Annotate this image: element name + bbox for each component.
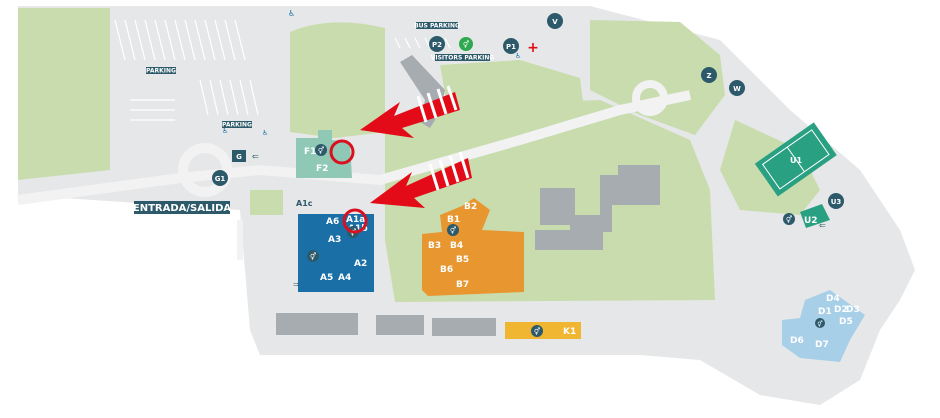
building-grey-bottom-2	[376, 315, 424, 335]
entrance-label: ENTRADA/SALIDA	[133, 203, 231, 214]
building-d3-label: D3	[846, 305, 860, 315]
building-d5-label: D5	[839, 317, 853, 327]
direction-arrow-icon	[360, 85, 460, 138]
restroom-icon: ⚥	[815, 318, 825, 328]
building-b1-label: B1	[447, 215, 460, 225]
building-u2	[800, 204, 830, 228]
parking-mid-label: PARKING	[222, 122, 252, 129]
bus-parking-label-bg	[416, 22, 458, 29]
grass-small-left	[250, 190, 283, 215]
marker-v-label: V	[552, 18, 558, 26]
marker-w-label: W	[733, 85, 741, 93]
marker-g[interactable]: G	[232, 150, 246, 162]
marker-p2-label: P2	[432, 41, 442, 49]
building-d6-label: D6	[790, 336, 804, 346]
parking-left-label-bg	[146, 67, 176, 74]
entrance-arrow-icon: ⇐	[252, 152, 259, 161]
svg-text:⚥: ⚥	[817, 320, 822, 328]
entrance-arrow-icon: ⇐	[819, 221, 826, 230]
building-b2-label: B2	[464, 202, 477, 212]
wheelchair-icon: ♿	[288, 9, 295, 18]
visitors-parking-label: VISITORS PARKING	[431, 55, 495, 62]
restroom-icon: ⚥	[447, 224, 459, 236]
roundabout	[178, 143, 232, 197]
direction-arrow-icon	[370, 151, 472, 208]
building-d1-label: D1	[818, 307, 832, 317]
building-b4-label: B4	[450, 241, 463, 251]
wheelchair-icon: ♿	[262, 129, 268, 137]
building-grey-bottom-1	[276, 313, 358, 335]
building-k	[505, 322, 581, 339]
grass-left-curve	[28, 105, 110, 170]
entrance-arrow-icon: ⇒	[293, 280, 300, 289]
svg-text:⚥: ⚥	[318, 146, 324, 155]
marker-w[interactable]: W	[729, 80, 745, 96]
roundabout-right	[632, 80, 668, 116]
wheelchair-icon: ♿	[515, 52, 521, 60]
marker-z-label: Z	[706, 72, 711, 80]
svg-text:⚥: ⚥	[463, 40, 469, 49]
svg-text:⚥: ⚥	[450, 226, 456, 235]
building-a1c-label: A1c	[296, 199, 313, 208]
svg-text:⚥: ⚥	[310, 252, 316, 261]
restroom-icon: ⚥	[307, 250, 319, 262]
highlight-circle-a1a	[342, 208, 368, 234]
svg-text:⚥: ⚥	[534, 327, 540, 336]
marker-u3[interactable]: U3	[828, 193, 844, 209]
restroom-icon: ⚥	[315, 144, 327, 156]
building-a3-label: A3	[328, 235, 341, 245]
highlight-circle-f	[329, 139, 355, 165]
visitors-parking-label-bg	[435, 54, 490, 61]
restroom-icon: ⚥	[531, 325, 543, 337]
building-grey-bottom-3	[432, 318, 496, 336]
building-d4-label: D4	[826, 294, 840, 304]
marker-v[interactable]: V	[547, 13, 563, 29]
building-b7-label: B7	[456, 280, 469, 290]
building-b6-label: B6	[440, 265, 453, 275]
building-a2-label: A2	[354, 259, 367, 269]
building-a6-label: A6	[326, 217, 339, 227]
marker-g-label: G	[236, 153, 242, 161]
restroom-icon: ⚥	[783, 213, 795, 225]
restroom-green-icon: ⚥	[459, 37, 473, 51]
building-d7-label: D7	[815, 340, 829, 350]
marker-g1-label: G1	[215, 175, 226, 183]
parking-mid-label-bg	[222, 121, 252, 128]
sports-court-u1	[754, 122, 837, 197]
building-a1a-label: A1a	[346, 215, 365, 225]
building-d2-label: D2	[834, 305, 848, 315]
marker-g1[interactable]: G1	[212, 170, 228, 186]
wheelchair-icon: ♿	[222, 127, 228, 135]
marker-u3-label: U3	[831, 198, 842, 206]
marker-p1-label: P1	[506, 43, 516, 51]
parking-left-label: PARKING	[146, 68, 176, 75]
entrance-label-bg	[134, 201, 230, 214]
building-b5-label: B5	[456, 255, 469, 265]
building-b3-label: B3	[428, 241, 441, 251]
marker-p1[interactable]: P1	[503, 38, 519, 54]
building-f2-label: F2	[316, 164, 328, 174]
first-aid-icon: +	[527, 40, 539, 56]
building-a5-label: A5	[320, 273, 333, 283]
building-a4-label: A4	[338, 273, 351, 283]
building-k1-label: K1	[563, 327, 576, 337]
building-u2-label: U2	[804, 216, 818, 226]
grass-upper-mid	[440, 60, 585, 125]
building-u1-label: U1	[790, 156, 802, 165]
parking-stripes	[114, 19, 451, 121]
building-grey-center	[535, 165, 660, 250]
marker-z[interactable]: Z	[701, 67, 717, 83]
grass-top-center	[290, 22, 385, 138]
svg-text:⚥: ⚥	[786, 215, 792, 224]
bus-parking-label: BUS PARKING	[414, 23, 460, 30]
building-b	[422, 198, 524, 296]
building-f1-label: F1	[304, 147, 316, 157]
marker-p2[interactable]: P2	[429, 36, 445, 52]
